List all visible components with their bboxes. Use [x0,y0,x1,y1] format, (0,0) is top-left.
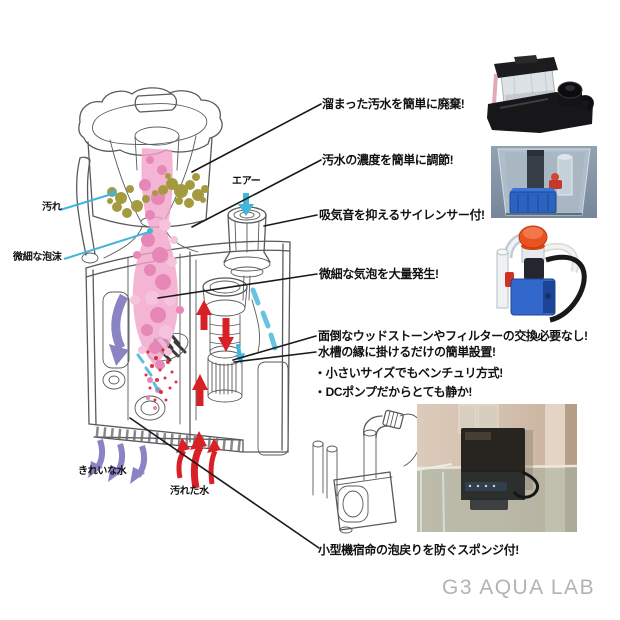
callout-silencer-label: 吸気音を抑えるサイレンサー付! [319,208,485,222]
callout-bubbles-label: 微細な気泡を大量発生! [319,267,439,281]
photo-skimmer-product [487,55,594,133]
callout-sponge-label: 小型機宿命の泡戻りを防ぐスポンジ付! [318,543,519,557]
callout-adjust-label: 汚水の濃度を簡単に調節! [322,153,454,167]
callout-easy-install-label: 水槽の縁に掛けるだけの簡単設置! [318,345,496,359]
skimmer-line-drawing [75,87,291,456]
callout-lines [129,103,322,549]
callout-no-replacement-label: 面倒なウッドストーンやフィルターの交換必要なし! [318,329,588,343]
photo-pump-unit [496,225,587,323]
label-fine-foam: 微細な泡沫 [13,252,62,263]
air-sparkles [136,353,160,392]
label-air: エアー [232,176,261,187]
photo-aquarium-mounted [416,404,578,533]
brand-watermark: G3 AQUA LAB [442,576,596,599]
waste-particles [107,173,209,218]
cyan-pointer-lines [59,190,153,260]
bullet-dc-pump-label: ・DCポンプだからとても静か! [314,385,473,399]
air-path-dashes [250,287,278,351]
label-dirt: 汚れ [42,202,62,213]
label-clean-water: きれいな水 [78,466,127,477]
photo-tank-interior [491,146,597,218]
bullet-venturi-label: ・小さいサイズでもベンチュリ方式! [314,366,503,380]
dirty-water-arrows [176,300,234,489]
label-dirty-water: 汚れた水 [170,486,209,497]
pump-sketch [312,409,423,534]
mist-dots [144,348,178,402]
callout-discard-label: 溜まった汚水を簡単に廃棄! [322,97,465,111]
clean-water-arrows [88,293,148,484]
